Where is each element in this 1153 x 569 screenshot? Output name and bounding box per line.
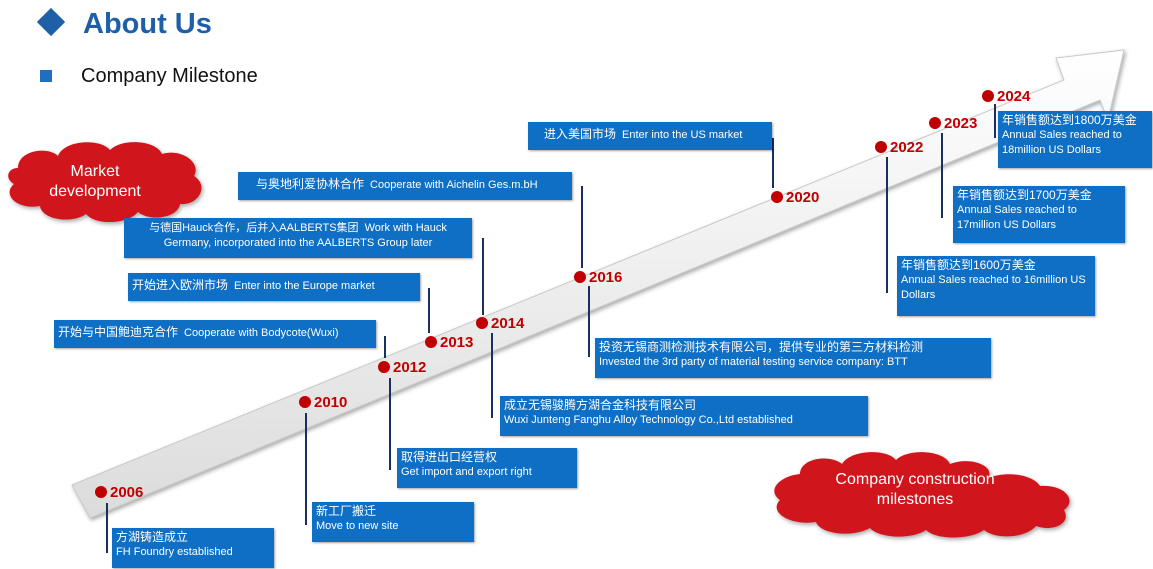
cloud-construction-label: Company construction milestones	[835, 471, 995, 508]
milestone-box-2006: 方湖铸造成立 FH Foundry established	[112, 528, 274, 568]
dot-2024	[982, 90, 994, 102]
milestone-zh: 进入美国市场	[544, 127, 617, 141]
milestone-zh: 方湖铸造成立	[116, 530, 189, 544]
milestone-en: Annual Sales reached to 17million US Dol…	[957, 204, 1077, 231]
milestone-en: Invested the 3rd party of material testi…	[599, 356, 908, 368]
year-label-2012: 2012	[393, 359, 427, 376]
page-subtitle: Company Milestone	[81, 65, 258, 87]
milestone-zh: 与德国Hauck合作，后并入AALBERTS集团	[149, 222, 359, 234]
dot-2022	[875, 141, 887, 153]
milestone-en: Move to new site	[316, 520, 399, 532]
cloud-market-label: Market development	[49, 163, 141, 200]
milestone-dots	[95, 90, 994, 498]
milestone-zh: 年销售额达到1700万美金	[957, 188, 1092, 202]
milestone-en: Cooperate with Aichelin Ges.m.bH	[370, 179, 538, 191]
year-label-2022: 2022	[890, 139, 924, 156]
dot-2020	[771, 191, 783, 203]
milestone-en: Enter into the US market	[622, 129, 743, 141]
milestone-box-2014-junteng: 成立无锡骏腾方湖合金科技有限公司 Wuxi Junteng Fanghu All…	[500, 396, 868, 436]
milestone-en: Cooperate with Bodycote(Wuxi)	[184, 327, 339, 339]
milestone-box-2024: 年销售额达到1800万美金 Annual Sales reached to 18…	[998, 111, 1152, 168]
year-label-2016: 2016	[589, 269, 623, 286]
dot-2012	[378, 361, 390, 373]
milestone-box-2013: 开始进入欧洲市场 Enter into the Europe market	[128, 273, 420, 301]
year-label-2010: 2010	[314, 394, 348, 411]
milestone-box-2012-import: 取得进出口经营权 Get import and export right	[397, 448, 577, 488]
milestone-zh: 开始进入欧洲市场	[132, 278, 229, 292]
dot-2006	[95, 486, 107, 498]
milestone-box-2012-bodycote: 开始与中国鲍迪克合作 Cooperate with Bodycote(Wuxi)	[54, 320, 376, 348]
cloud-shape-market	[8, 142, 202, 223]
milestone-en: FH Foundry established	[116, 546, 233, 558]
dot-2013	[425, 336, 437, 348]
year-label-2023: 2023	[944, 115, 978, 132]
milestone-en: Annual Sales reached to 16million US Dol…	[901, 274, 1086, 301]
milestone-zh: 与奥地利爱协林合作	[256, 177, 365, 191]
milestone-zh: 开始与中国鲍迪克合作	[58, 325, 179, 339]
milestone-en: Annual Sales reached to 18million US Dol…	[1002, 129, 1122, 156]
year-label-2013: 2013	[440, 334, 474, 351]
year-label-2020: 2020	[786, 189, 820, 206]
milestone-zh: 投资无锡商测检测技术有限公司，提供专业的第三方材料检测	[599, 340, 924, 354]
milestone-en: Wuxi Junteng Fanghu Alloy Technology Co.…	[504, 414, 793, 426]
dot-2014	[476, 317, 488, 329]
milestone-box-2016-aichelin: 与奥地利爱协林合作 Cooperate with Aichelin Ges.m.b…	[238, 172, 572, 200]
year-label-2024: 2024	[997, 88, 1031, 105]
milestone-box-2016-btt: 投资无锡商测检测技术有限公司，提供专业的第三方材料检测 Invested the…	[595, 338, 991, 378]
milestone-box-2022: 年销售额达到1600万美金 Annual Sales reached to 16…	[897, 256, 1095, 316]
milestone-box-2020: 进入美国市场 Enter into the US market	[528, 122, 772, 150]
milestone-zh: 取得进出口经营权	[401, 450, 498, 464]
dot-2023	[929, 117, 941, 129]
milestone-en: Get import and export right	[401, 466, 532, 478]
dot-2016	[574, 271, 586, 283]
year-label-2014: 2014	[491, 315, 525, 332]
milestone-box-2023: 年销售额达到1700万美金 Annual Sales reached to 17…	[953, 186, 1125, 243]
connector-lines	[106, 104, 996, 553]
milestone-zh: 成立无锡骏腾方湖合金科技有限公司	[504, 398, 697, 412]
page-title: About Us	[83, 8, 212, 40]
dot-2010	[299, 396, 311, 408]
milestone-en: Enter into the Europe market	[234, 280, 375, 292]
cloud-shape-construction	[774, 452, 1070, 538]
milestone-box-2010: 新工厂搬迁 Move to new site	[312, 502, 474, 542]
milestone-zh: 新工厂搬迁	[316, 504, 377, 518]
milestone-en: Work with Hauck Germany, incorporated in…	[163, 222, 447, 249]
milestone-zh: 年销售额达到1600万美金	[901, 258, 1036, 272]
timeline-arrow	[71, 49, 1125, 519]
milestone-zh: 年销售额达到1800万美金	[1002, 113, 1137, 127]
year-label-2006: 2006	[110, 484, 144, 501]
square-bullet-icon	[40, 70, 52, 82]
